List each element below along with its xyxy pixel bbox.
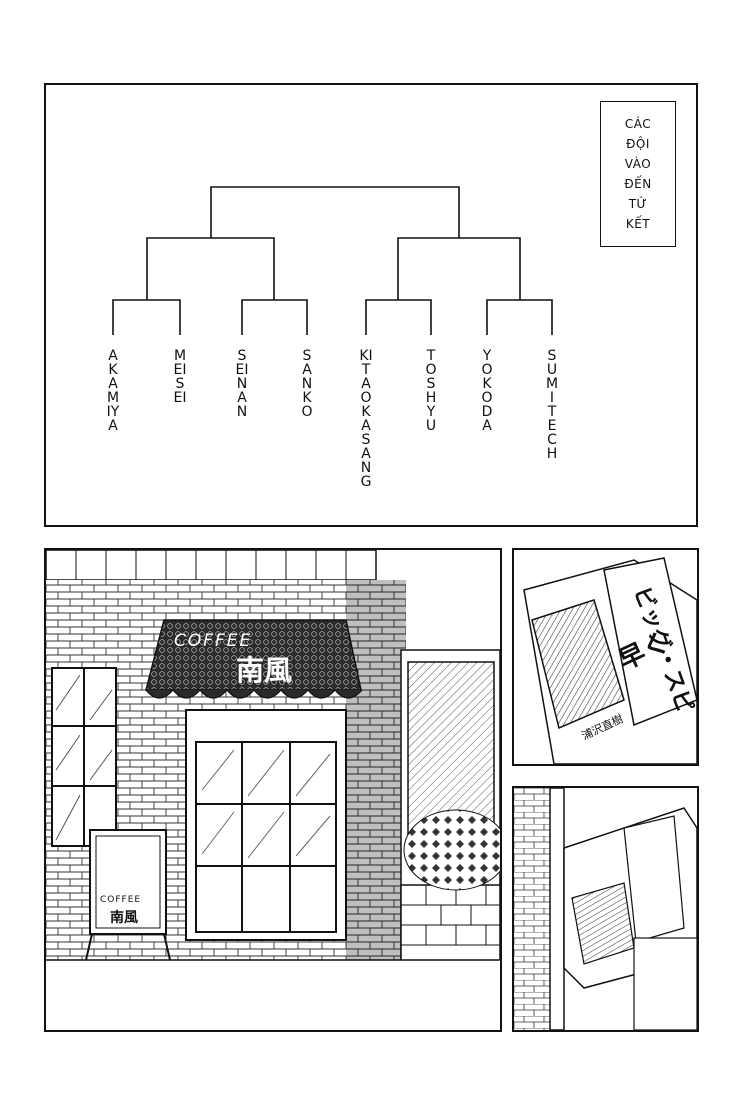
wall-shadow <box>346 580 406 980</box>
cafe-door <box>185 709 347 941</box>
caption-text: Các đội vào đến tứ kết <box>624 117 652 231</box>
rack-shadow <box>633 937 697 1030</box>
bracket-line-r1-1 <box>112 299 181 335</box>
magazine-closeup-panel: ビッグ・スピ 早く 浦沢直樹 <box>512 548 699 766</box>
signboard <box>85 829 171 961</box>
magazine-illustration: ビッグ・スピ 早く 浦沢直樹 <box>514 550 697 764</box>
cafe-storefront-illustration: COFFEE 南風 COFFEE 南風 <box>46 550 500 1030</box>
coffee-awning <box>145 619 363 699</box>
awning-coffee-text: COFFEE <box>174 631 252 651</box>
team-seinan: Seinan <box>235 348 249 420</box>
bracket-line-r1-4 <box>486 299 553 335</box>
bracket-line-r3 <box>210 186 460 238</box>
team-sumi-tech: Sumi Tech <box>545 348 559 462</box>
bracket-panel: Akamiya Meisei Seinan Sanko Kitaokasang … <box>44 83 698 527</box>
magazine-rack-panel <box>512 786 699 1032</box>
team-kitaokasang: Kitaokasang <box>359 348 373 490</box>
team-yokoda: Yokoda <box>481 348 493 434</box>
rack-post <box>549 788 565 1030</box>
team-sanko: Sanko <box>301 348 313 420</box>
team-meisei: Meisei <box>173 348 187 406</box>
sidewalk <box>46 960 500 1030</box>
awning-kanji-text: 南風 <box>236 654 292 687</box>
bracket-lines <box>112 186 553 335</box>
caption-box: Các đội vào đến tứ kết <box>600 101 676 247</box>
magazine-rack-illustration <box>514 788 697 1030</box>
magazine-cover-image <box>531 599 625 730</box>
signboard-coffee-text: COFFEE <box>100 895 141 905</box>
bracket-line-r2-1 <box>146 237 275 300</box>
rack-brick-wall <box>514 788 550 1030</box>
team-toshyu: Toshyu <box>425 348 437 434</box>
left-window <box>51 667 117 847</box>
bracket-line-r1-2 <box>241 299 308 335</box>
bracket-line-r1-3 <box>365 299 432 335</box>
bracket-line-r2-2 <box>397 237 521 300</box>
signboard-kanji-text: 南風 <box>110 909 138 926</box>
team-akamiya: Akamiya <box>106 348 120 434</box>
roof-cornice <box>46 550 377 581</box>
cafe-storefront-panel: COFFEE 南風 COFFEE 南風 <box>44 548 502 1032</box>
planter-box <box>400 809 500 966</box>
